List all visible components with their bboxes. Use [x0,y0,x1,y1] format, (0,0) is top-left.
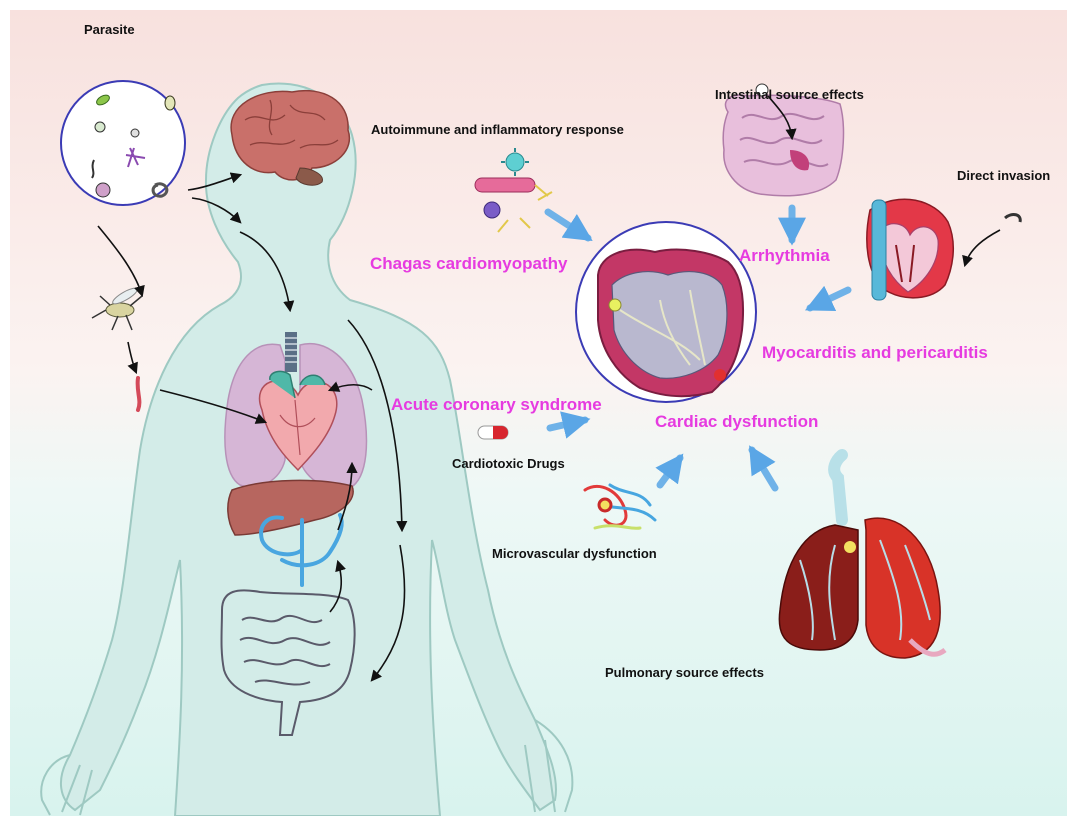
label-microvascular: Microvascular dysfunction [492,546,657,561]
label-parasite: Parasite [84,22,135,37]
label-acs: Acute coronary syndrome [391,395,602,415]
heart-cross-section-icon [576,222,756,402]
label-chagas: Chagas cardiomyopathy [370,254,567,274]
label-direct-invasion: Direct invasion [957,168,1050,183]
label-myocarditis: Myocarditis and pericarditis [762,343,988,363]
label-arrhythmia: Arrhythmia [739,246,830,266]
label-intestinal: Intestinal source effects [715,87,864,102]
label-cardiac-dysfunction: Cardiac dysfunction [655,412,818,432]
worm-icon [138,378,140,410]
label-autoimmune: Autoimmune and inflammatory response [371,122,624,137]
pill-icon [478,426,508,439]
label-pulmonary: Pulmonary source effects [605,665,764,680]
parasite-circle-icon [61,81,185,205]
label-cardiotoxic: Cardiotoxic Drugs [452,456,565,471]
